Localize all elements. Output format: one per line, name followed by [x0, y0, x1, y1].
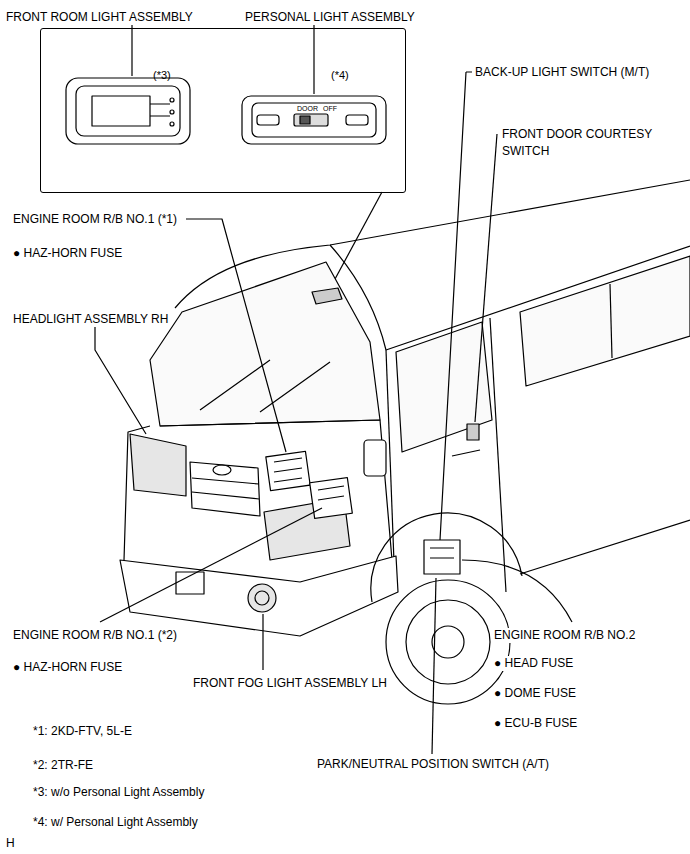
part-name: BACK-UP LIGHT SWITCH (M/T) [474, 65, 650, 80]
part-name: FRONT ROOM LIGHT ASSEMBLY [5, 10, 194, 25]
part-name: PARK/NEUTRAL POSITION SWITCH (A/T) [316, 757, 550, 772]
footnote: *4: w/ Personal Light Assembly [32, 815, 199, 830]
front-room-light [66, 78, 190, 144]
figure-code: H [5, 836, 16, 851]
callout-number: (*4) [331, 69, 349, 82]
fuse-name: ● HAZ-HORN FUSE [12, 246, 123, 261]
fuse-name: ● ECU-B FUSE [493, 716, 578, 731]
personal-light [242, 96, 386, 144]
part-name: FRONT FOG LIGHT ASSEMBLY LH [192, 676, 388, 691]
fuse-name: ● DOME FUSE [493, 686, 577, 701]
footnote: *1: 2KD-FTV, 5L-E [32, 724, 133, 739]
leader-lines [95, 72, 572, 754]
part-name: ENGINE ROOM R/B NO.2 [493, 628, 636, 643]
part-name: ENGINE ROOM R/B NO.1 (*1) [12, 212, 178, 227]
part-name: PERSONAL LIGHT ASSEMBLY [244, 10, 416, 25]
component-symbols [266, 288, 479, 574]
van-body [120, 180, 690, 704]
part-name: HEADLIGHT ASSEMBLY RH [12, 312, 169, 327]
footnote: *3: w/o Personal Light Assembly [32, 785, 205, 800]
footnote: *2: 2TR-FE [32, 758, 94, 773]
part-name: ENGINE ROOM R/B NO.1 (*2) [12, 628, 178, 643]
fuse-name: ● HEAD FUSE [493, 656, 574, 671]
switch-marking: DOOR [297, 105, 318, 113]
part-name: FRONT DOOR COURTESY SWITCH [501, 126, 663, 160]
switch-marking: OFF [323, 105, 337, 113]
inset-box: (*3) (*4) DOOR OFF [40, 28, 406, 193]
callout-number: (*3) [153, 69, 171, 82]
fuse-name: ● HAZ-HORN FUSE [12, 660, 123, 675]
